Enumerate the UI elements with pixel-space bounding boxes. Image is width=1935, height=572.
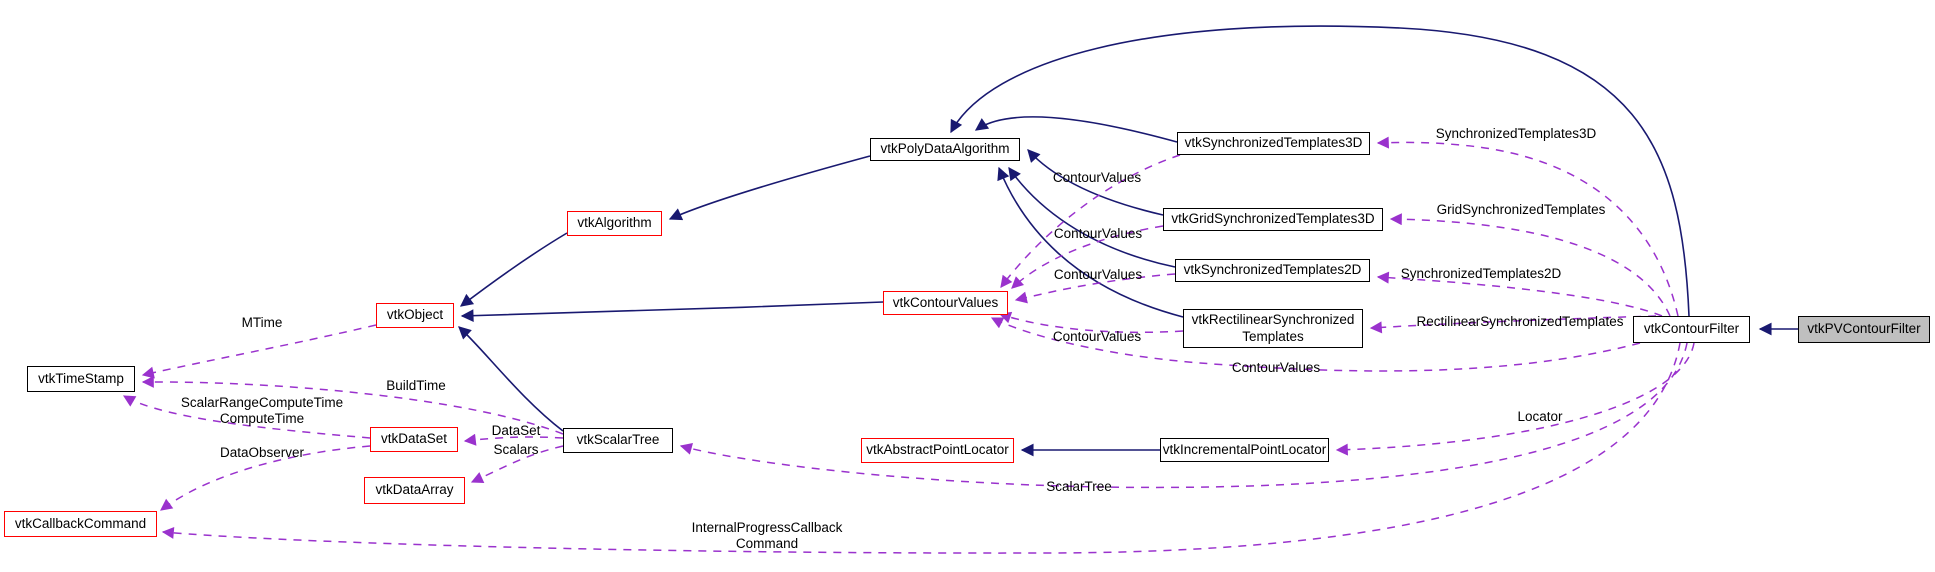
class-node-dataSet[interactable]: vtkDataSet <box>370 427 458 452</box>
edge-syncTemplates3D-to-polyDataAlgorithm <box>974 116 1178 143</box>
edge-dataSet-to-timeStamp <box>122 395 371 439</box>
class-node-pvContourFilter[interactable]: vtkPVContourFilter <box>1798 316 1930 343</box>
edge-polyDataAlgorithm-to-algorithm <box>668 155 871 221</box>
edge-contourFilter-to-polyDataAlgorithm <box>950 25 1690 317</box>
class-node-incrementalPointLocator[interactable]: vtkIncrementalPointLocator <box>1160 438 1329 462</box>
edge-contourFilter-to-incrementalPointLocator <box>1335 342 1695 456</box>
edge-syncTemplates2D-to-contourValues <box>1014 273 1176 304</box>
edge-scalarTree-to-dataSet <box>463 433 564 446</box>
edge-contourFilter-to-callbackCommand <box>161 342 1681 554</box>
edge-scalarTree-to-timeStamp <box>141 375 564 435</box>
class-node-dataArray[interactable]: vtkDataArray <box>364 477 465 504</box>
class-node-gridSyncTemplates3D[interactable]: vtkGridSynchronizedTemplates3D <box>1163 208 1383 231</box>
class-node-contourFilter[interactable]: vtkContourFilter <box>1633 316 1750 343</box>
edge-gridSyncTemplates3D-to-contourValues <box>1011 225 1164 289</box>
class-node-syncTemplates3D[interactable]: vtkSynchronizedTemplates3D <box>1177 132 1370 155</box>
edge-contourValues-to-object <box>460 301 884 323</box>
class-node-abstractPointLocator[interactable]: vtkAbstractPointLocator <box>861 438 1014 463</box>
edge-syncTemplates3D-to-contourValues <box>1000 154 1181 288</box>
edge-syncTemplates2D-to-polyDataAlgorithm <box>1008 166 1176 268</box>
class-node-contourValues[interactable]: vtkContourValues <box>883 291 1008 315</box>
edge-gridSyncTemplates3D-to-polyDataAlgorithm <box>1027 149 1164 216</box>
edge-scalarTree-to-dataArray <box>470 445 564 483</box>
edge-contourFilter-to-contourValues <box>990 317 1641 372</box>
edge-contourFilter-to-rectilinearSyncTemplates <box>1369 315 1657 334</box>
edge-contourFilter-to-syncTemplates3D <box>1376 136 1679 317</box>
edge-contourFilter-to-syncTemplates2D <box>1376 271 1663 317</box>
class-node-algorithm[interactable]: vtkAlgorithm <box>567 211 662 236</box>
edge-dataSet-to-callbackCommand <box>160 445 371 511</box>
edge-contourFilter-to-gridSyncTemplates3D <box>1389 213 1671 317</box>
edge-algorithm-to-object <box>459 232 568 307</box>
class-node-polyDataAlgorithm[interactable]: vtkPolyDataAlgorithm <box>870 138 1020 161</box>
class-node-rectilinearSyncTemplates[interactable]: vtkRectilinearSynchronized Templates <box>1183 309 1363 348</box>
class-node-syncTemplates2D[interactable]: vtkSynchronizedTemplates2D <box>1175 259 1370 282</box>
class-node-timeStamp[interactable]: vtkTimeStamp <box>27 366 135 392</box>
edge-object-to-timeStamp <box>141 324 377 379</box>
class-node-scalarTree[interactable]: vtkScalarTree <box>563 428 673 453</box>
edge-contourFilter-to-scalarTree <box>679 342 1688 489</box>
class-node-callbackCommand[interactable]: vtkCallbackCommand <box>4 511 157 537</box>
class-node-object[interactable]: vtkObject <box>376 303 454 328</box>
edge-rectilinearSyncTemplates-to-contourValues <box>998 311 1184 334</box>
edge-scalarTree-to-object <box>458 326 564 432</box>
edge-rectilinearSyncTemplates-to-polyDataAlgorithm <box>997 166 1184 318</box>
